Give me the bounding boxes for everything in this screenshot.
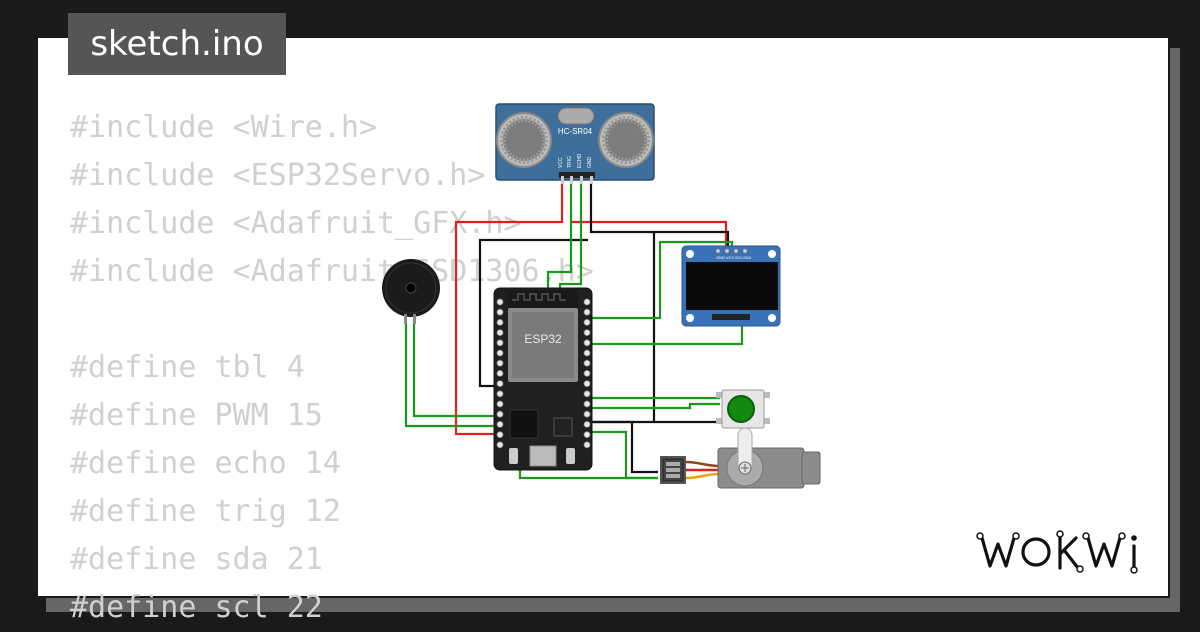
- wire-gnd-right: [586, 232, 656, 424]
- pin-label: GND: [587, 157, 593, 169]
- code-line: #define PWM 15: [70, 398, 323, 433]
- esp32-pin: [583, 318, 591, 326]
- esp32-board: ESP32: [493, 287, 593, 471]
- esp32-pin: [496, 441, 504, 449]
- esp32-pin: [496, 390, 504, 398]
- wire-gnd-servo: [586, 420, 658, 474]
- code-line: #include <Wire.h>: [70, 110, 378, 145]
- esp32-right-pins: [583, 298, 591, 449]
- esp32-pin: [496, 380, 504, 388]
- sketch-filename: sketch.ino: [90, 24, 264, 64]
- servo-motor: [660, 427, 821, 489]
- esp32-pin: [496, 318, 504, 326]
- esp32-pin: [583, 420, 591, 428]
- push-button[interactable]: [716, 389, 770, 429]
- oled-pin-label: VCC: [726, 255, 735, 260]
- esp32-pin: [583, 329, 591, 337]
- esp32-pin: [583, 298, 591, 306]
- esp32-pin: [583, 380, 591, 388]
- wire-gnd-left: [478, 238, 588, 388]
- wire-vcc-sensor: [454, 182, 564, 436]
- esp32-pin: [583, 441, 591, 449]
- sketch-filename-tab[interactable]: sketch.ino: [68, 13, 286, 75]
- code-line: #include <Adafruit_GFX.h>: [70, 206, 522, 241]
- esp32-pin: [583, 308, 591, 316]
- code-preview: #include <Wire.h> #include <ESP32Servo.h…: [70, 104, 594, 632]
- esp32-pin: [496, 420, 504, 428]
- esp32-pin: [583, 390, 591, 398]
- wire-buzzer-1: [404, 320, 500, 428]
- esp32-pin: [583, 431, 591, 439]
- oled-pin-label: GND: [716, 255, 725, 260]
- esp32-pin: [496, 400, 504, 408]
- wire-sda: [586, 240, 734, 320]
- pin-label: VCC: [558, 157, 564, 168]
- esp32-pin: [496, 329, 504, 337]
- esp32-pin: [496, 339, 504, 347]
- esp32-pin: [496, 349, 504, 357]
- code-line: #define sda 21: [70, 542, 323, 577]
- code-line: #define echo 14: [70, 446, 341, 481]
- wire-buzzer-2: [412, 320, 500, 418]
- esp32-pin: [583, 410, 591, 418]
- esp32-label: ESP32: [524, 332, 562, 346]
- esp32-pin: [496, 308, 504, 316]
- esp32-pin: [583, 359, 591, 367]
- esp32-left-pins: [496, 298, 504, 449]
- sensor-label: HC-SR04: [558, 127, 593, 136]
- wire-button-signal-2: [586, 402, 720, 410]
- esp32-pin: [583, 369, 591, 377]
- esp32-pin: [496, 369, 504, 377]
- oled-pin-label: SCL: [735, 255, 744, 260]
- esp32-pin: [496, 431, 504, 439]
- wokwi-logo: [976, 530, 1138, 574]
- pin-label: TRIG: [567, 156, 573, 168]
- oled-display: GND VCC SCL SDA: [681, 245, 781, 327]
- pin-label: ECHO: [577, 153, 583, 168]
- code-line: #define scl 22: [70, 590, 323, 625]
- code-line: #include <ESP32Servo.h>: [70, 158, 486, 193]
- esp32-pin: [496, 359, 504, 367]
- buzzer: [382, 259, 440, 324]
- code-line: #define tbl 4: [70, 350, 305, 385]
- ultrasonic-sensor: HC-SR04 VCC TRIG ECHO GND: [495, 103, 655, 184]
- esp32-pin: [496, 410, 504, 418]
- esp32-pin: [583, 349, 591, 357]
- esp32-pin: [583, 400, 591, 408]
- oled-pin-label: SDA: [743, 255, 752, 260]
- esp32-pin: [496, 298, 504, 306]
- code-line: #define trig 12: [70, 494, 341, 529]
- esp32-pin: [583, 339, 591, 347]
